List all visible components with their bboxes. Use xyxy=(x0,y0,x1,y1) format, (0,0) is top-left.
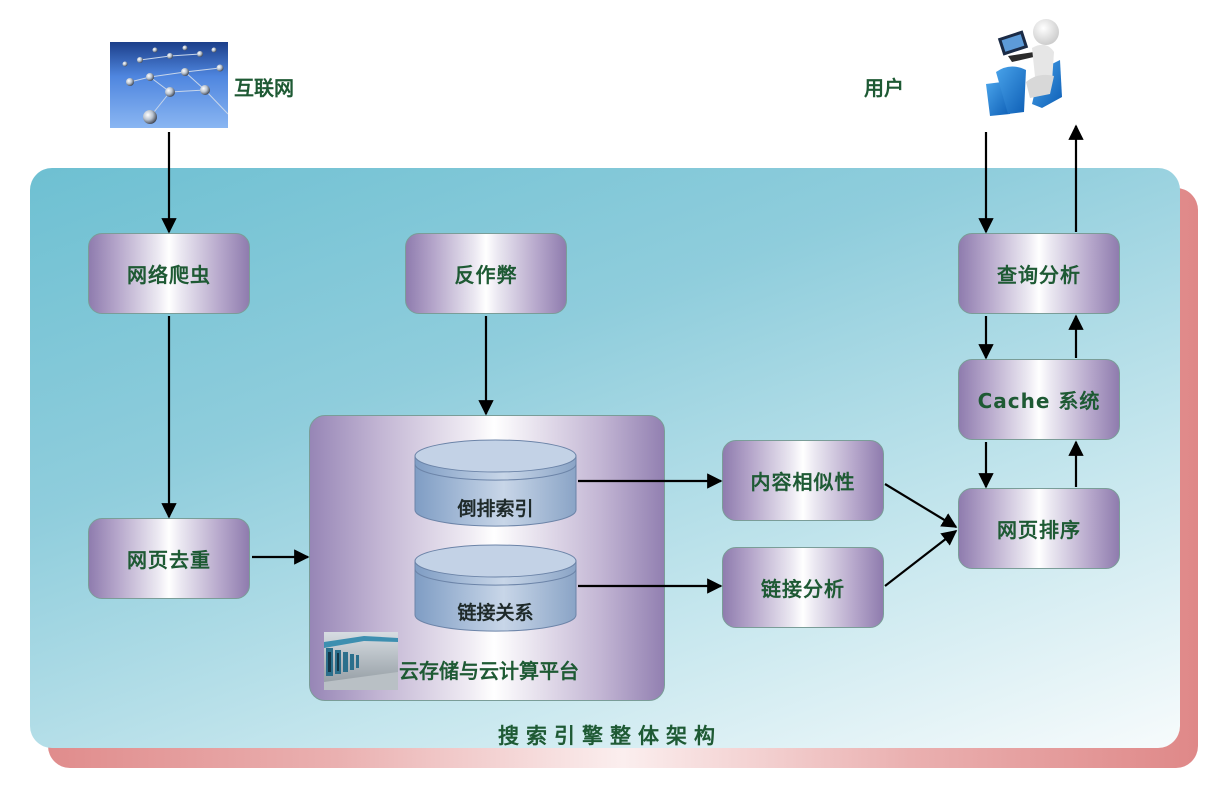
diagram-title: 搜索引擎整体架构 xyxy=(498,724,722,748)
database-icon xyxy=(414,544,577,632)
node-page-ranking: 网页排序 xyxy=(958,488,1120,569)
db-label-link-relations: 链接关系 xyxy=(457,602,534,624)
node-anti-spam: 反作弊 xyxy=(405,233,567,314)
arrow-similarity-to-ranking xyxy=(884,483,958,528)
user-label: 用户 xyxy=(864,76,904,100)
node-cache-system: Cache 系统 xyxy=(958,359,1120,440)
node-web-crawler: 网络爬虫 xyxy=(88,233,250,314)
network-icon xyxy=(110,42,229,128)
db-label-inverted-index: 倒排索引 xyxy=(457,498,534,520)
cloud-platform-label: 云存储与云计算平台 xyxy=(399,659,579,683)
db-link-relations xyxy=(414,543,577,633)
node-content-similarity: 内容相似性 xyxy=(722,440,884,521)
db-inverted-index xyxy=(414,438,577,528)
node-link-analysis: 链接分析 xyxy=(722,547,884,628)
arrow-linkanalysis-to-ranking xyxy=(884,530,958,587)
server-room-icon xyxy=(324,632,398,690)
node-query-analysis: 查询分析 xyxy=(958,233,1120,314)
database-icon xyxy=(414,439,577,527)
node-page-dedup: 网页去重 xyxy=(88,518,250,599)
user-at-laptop-icon xyxy=(980,12,1080,117)
internet-label: 互联网 xyxy=(234,76,294,100)
